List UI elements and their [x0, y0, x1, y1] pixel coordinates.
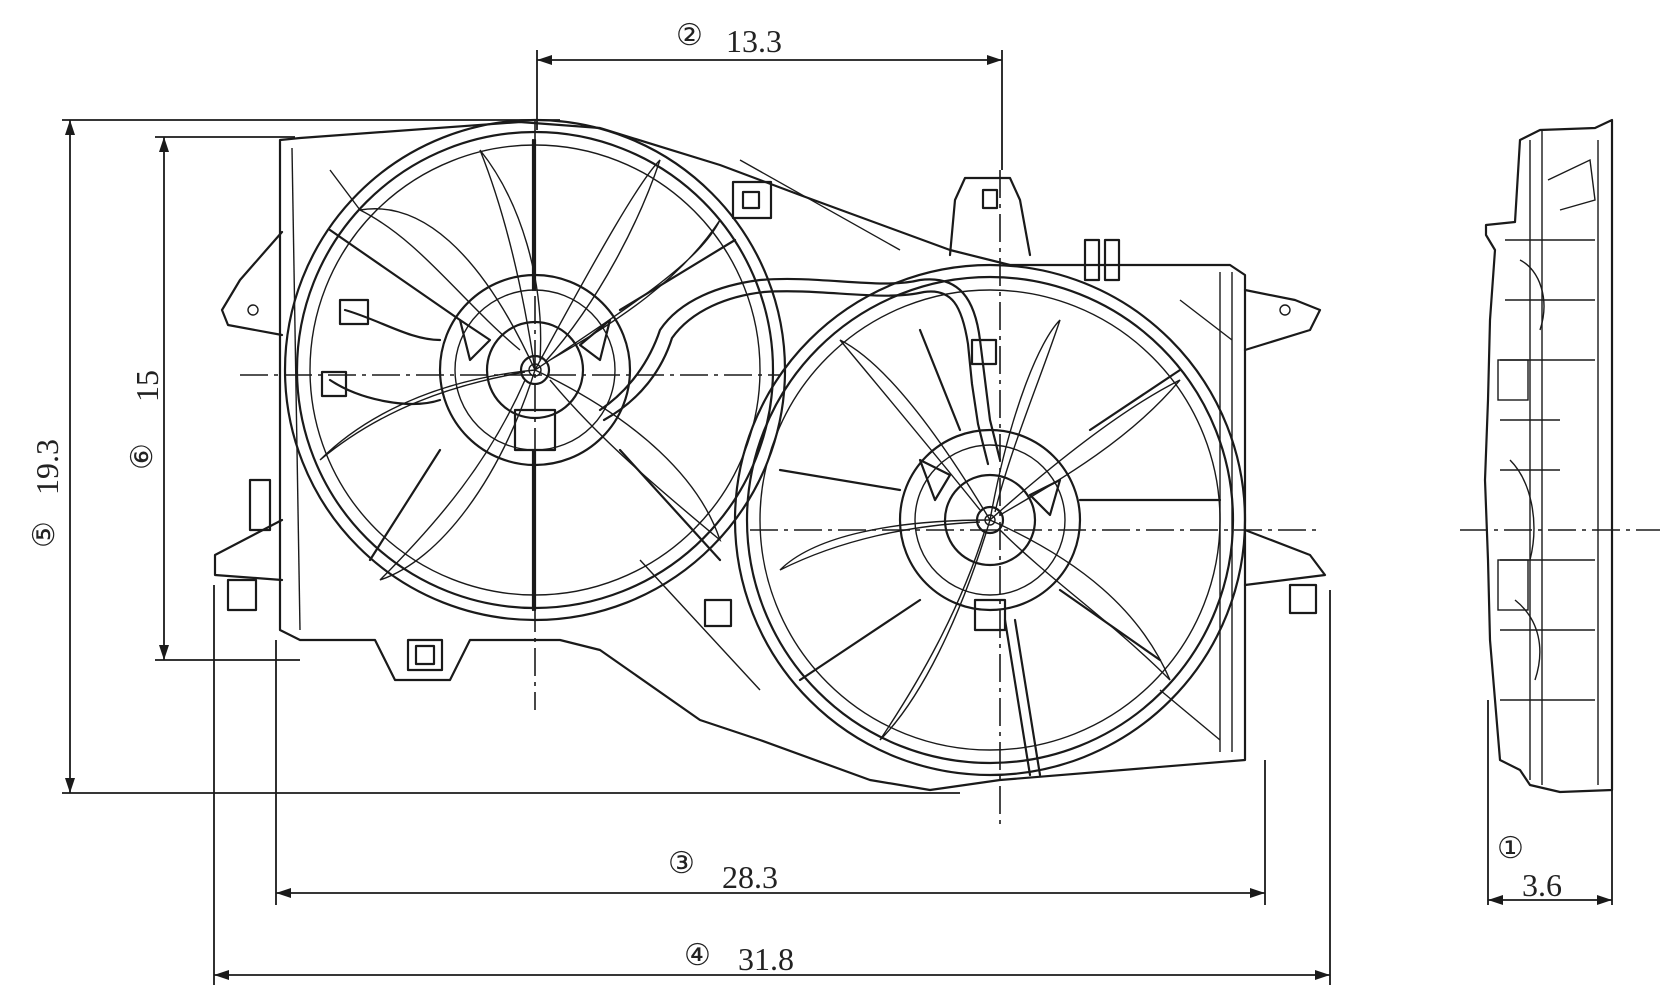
- dim-6-marker: ⑥: [126, 443, 159, 470]
- dimension-4: [213, 585, 1331, 985]
- dim-4-marker: ④: [684, 939, 711, 972]
- shroud-outline: [213, 120, 1327, 792]
- dim-5-marker: ⑤: [28, 521, 61, 548]
- dim-1-marker: ①: [1497, 832, 1524, 865]
- dim-3-marker: ③: [668, 847, 695, 880]
- dimension-5: [62, 119, 960, 794]
- dimension-2: [536, 50, 1003, 170]
- right-fan: [598, 263, 1247, 777]
- dim-2-marker: ②: [676, 19, 703, 52]
- side-view: [1460, 118, 1660, 794]
- dim-4-value: 31.8: [738, 941, 794, 977]
- left-fan: [283, 118, 787, 622]
- dim-1-value: 3.6: [1522, 867, 1562, 903]
- dim-3-value: 28.3: [722, 859, 778, 895]
- dimension-3: [275, 640, 1266, 905]
- center-lines: [240, 120, 1320, 830]
- dim-6-value: 15: [129, 370, 165, 402]
- dim-2-value: 13.3: [726, 23, 782, 59]
- dim-5-value: 19.3: [29, 439, 65, 495]
- dimension-1: [1487, 700, 1613, 905]
